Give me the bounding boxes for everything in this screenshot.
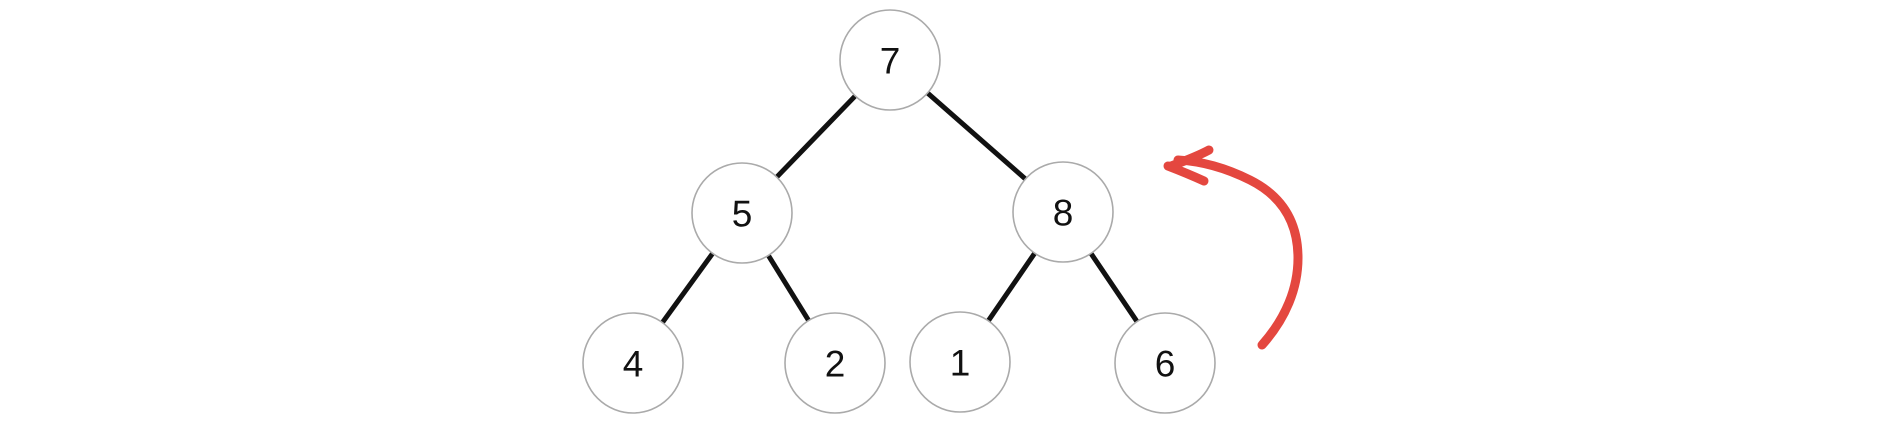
tree-edge-8-6 bbox=[1088, 252, 1140, 323]
node-circle-7[interactable] bbox=[839, 9, 941, 111]
tree-edge-7-8 bbox=[925, 91, 1028, 181]
tree-edge-8-1 bbox=[986, 251, 1037, 323]
red-arrowhead-lower-barb bbox=[1163, 161, 1209, 186]
tree-node-1[interactable]: 1 bbox=[909, 311, 1011, 413]
tree-edge-5-4 bbox=[660, 251, 715, 325]
node-circle-2[interactable] bbox=[784, 312, 886, 414]
tree-node-5[interactable]: 5 bbox=[691, 162, 793, 264]
tree-node-7[interactable]: 7 bbox=[839, 9, 941, 111]
tree-edges-group bbox=[660, 91, 1140, 325]
node-circle-1[interactable] bbox=[909, 311, 1011, 413]
red-curved-arrow-annotation bbox=[1163, 145, 1303, 350]
red-arrow-tail-path bbox=[1173, 155, 1303, 350]
node-circle-5[interactable] bbox=[691, 162, 793, 264]
tree-node-6[interactable]: 6 bbox=[1114, 312, 1216, 414]
tree-node-4[interactable]: 4 bbox=[582, 312, 684, 414]
node-circle-6[interactable] bbox=[1114, 312, 1216, 414]
tree-edge-7-5 bbox=[774, 94, 858, 179]
tree-node-2[interactable]: 2 bbox=[784, 312, 886, 414]
node-circle-8[interactable] bbox=[1012, 161, 1114, 263]
node-circle-4[interactable] bbox=[582, 312, 684, 414]
tree-node-8[interactable]: 8 bbox=[1012, 161, 1114, 263]
tree-edge-5-2 bbox=[766, 254, 811, 322]
